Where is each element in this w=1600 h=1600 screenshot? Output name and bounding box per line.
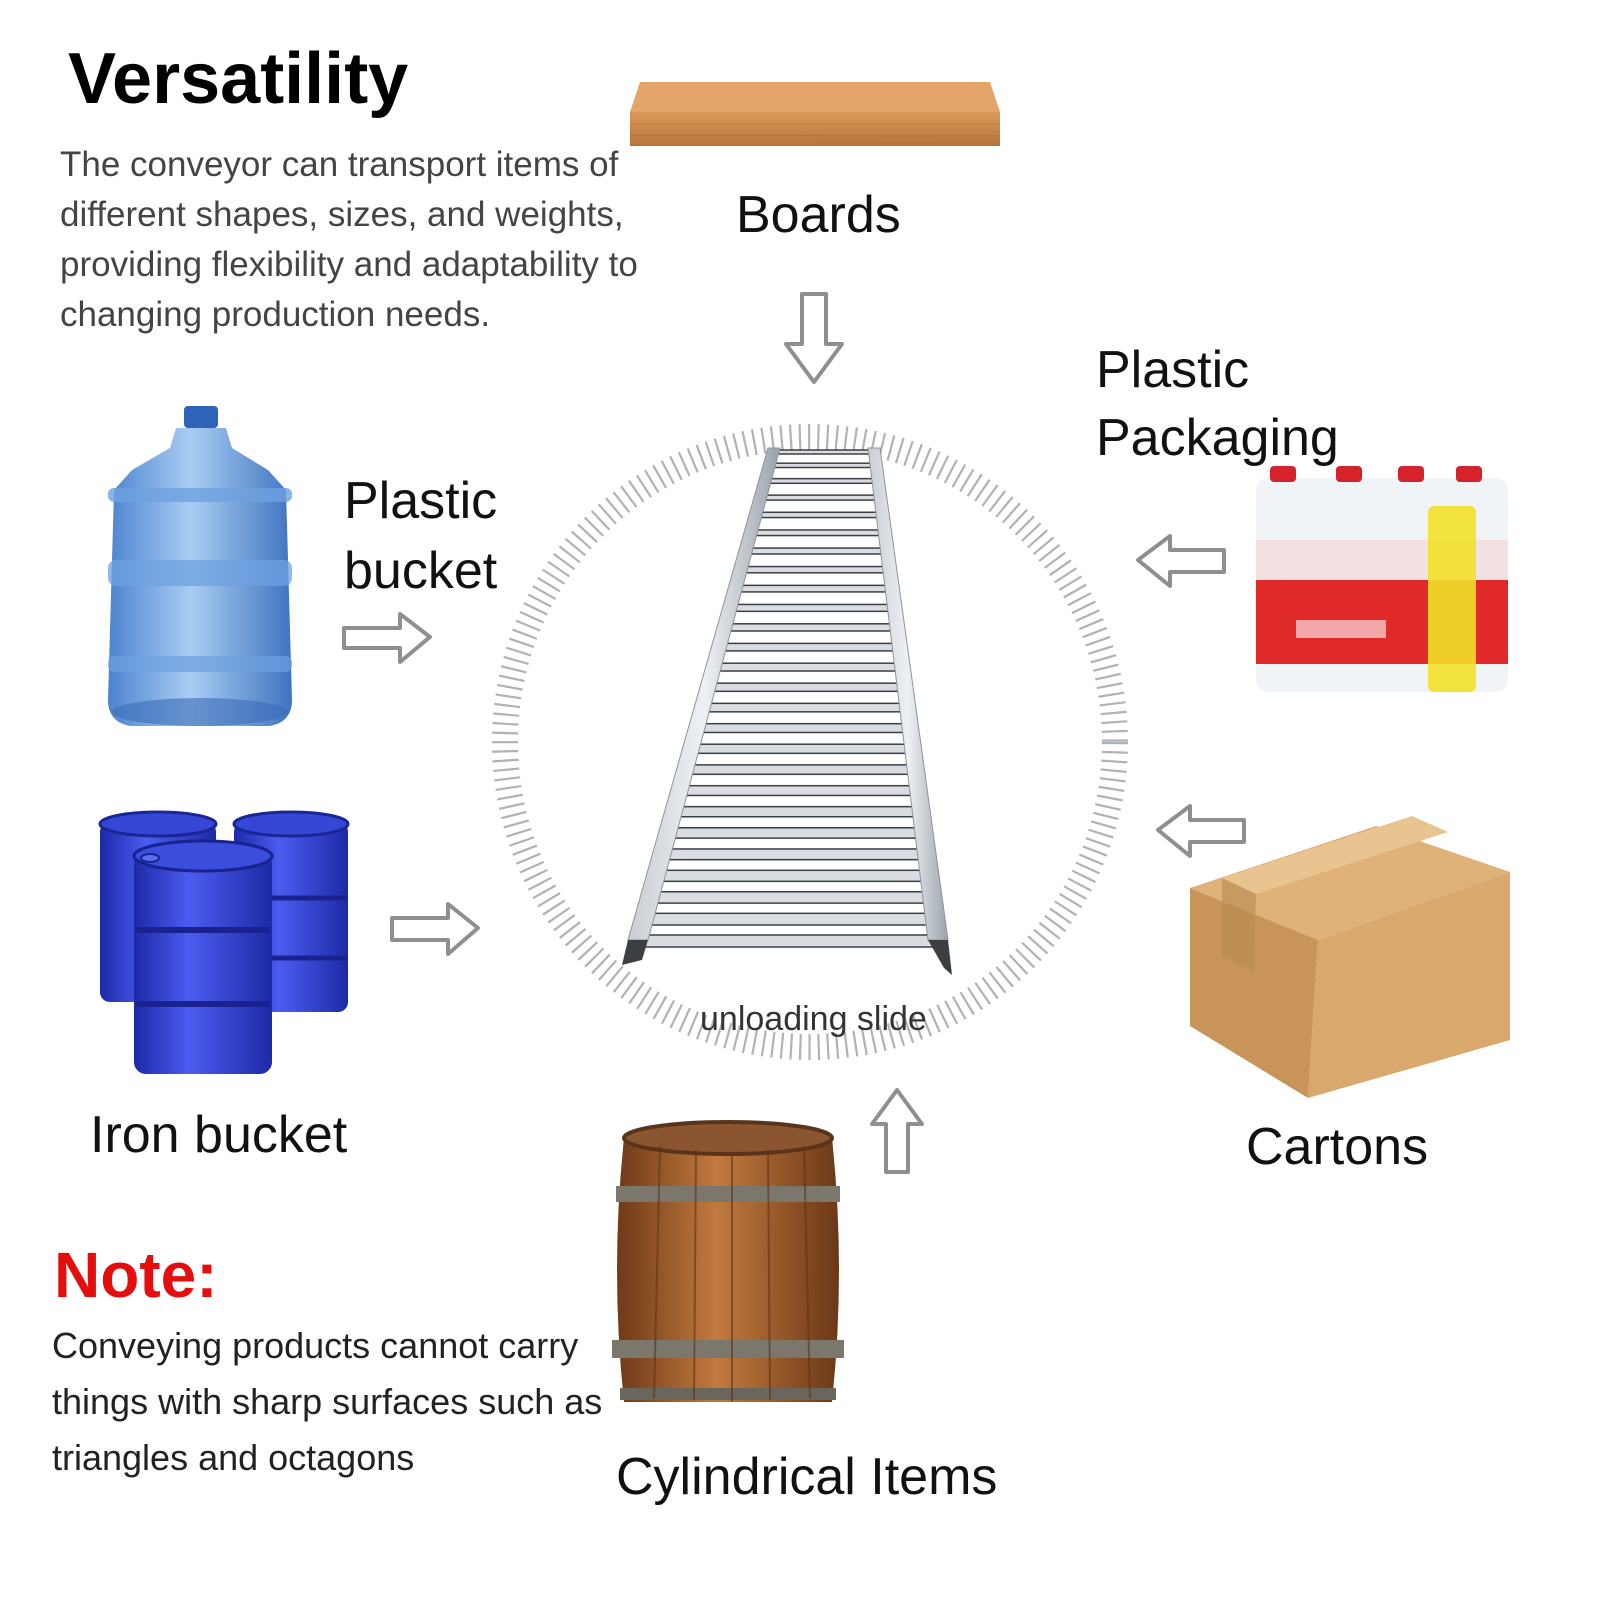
- roller: [664, 848, 929, 861]
- roller: [675, 805, 923, 818]
- arrow-down-icon: [784, 292, 844, 384]
- roller: [730, 603, 896, 613]
- roller: [714, 662, 904, 672]
- water-bucket-image: [108, 406, 292, 726]
- label-plastic-bucket: Plastic bucket: [344, 472, 498, 600]
- roller: [698, 722, 912, 734]
- roller: [686, 764, 918, 776]
- note-title: Note:: [54, 1239, 218, 1311]
- dial-ring: [492, 424, 1128, 1060]
- roller: [709, 682, 907, 693]
- roller: [769, 462, 877, 469]
- roller: [720, 642, 901, 652]
- arrow-left-icon: [1156, 804, 1246, 858]
- roller: [750, 529, 886, 537]
- bottle-pack-image: [1256, 466, 1508, 692]
- label-boards: Boards: [736, 186, 901, 244]
- label-cartons: Cartons: [1246, 1118, 1429, 1176]
- roller: [646, 912, 938, 926]
- label-plastic-packaging: Plastic Packaging: [1096, 341, 1339, 467]
- roller: [658, 869, 932, 883]
- roller: [703, 702, 910, 713]
- intro-text: The conveyor can transport items of diff…: [60, 145, 638, 334]
- board-image: [629, 82, 1001, 146]
- roller: [772, 449, 876, 455]
- arrow-right-icon: [390, 902, 480, 956]
- roller: [755, 511, 884, 519]
- center-label: unloading slide: [700, 1000, 927, 1038]
- carton-box-image: [1190, 816, 1510, 1098]
- roller: [735, 584, 894, 593]
- roller: [681, 784, 921, 797]
- roller: [760, 494, 882, 501]
- wooden-barrel-image: [612, 1120, 844, 1402]
- iron-drums-image: [98, 810, 350, 1074]
- roller: [669, 826, 926, 839]
- note-text: Conveying products cannot carry things w…: [52, 1325, 603, 1478]
- roller: [692, 743, 915, 755]
- arrow-left-icon: [1136, 534, 1226, 588]
- roller: [745, 547, 889, 555]
- roller: [652, 891, 935, 904]
- page-title: Versatility: [68, 39, 409, 119]
- arrow-up-icon: [870, 1088, 924, 1174]
- roller: [740, 565, 891, 574]
- roller: [764, 477, 879, 485]
- roller: [640, 934, 941, 948]
- label-iron-bucket: Iron bucket: [90, 1106, 348, 1164]
- roller-conveyor-image: [622, 447, 952, 975]
- roller: [725, 623, 899, 632]
- arrow-right-icon: [342, 612, 432, 664]
- label-cylindrical-items: Cylindrical Items: [616, 1448, 998, 1506]
